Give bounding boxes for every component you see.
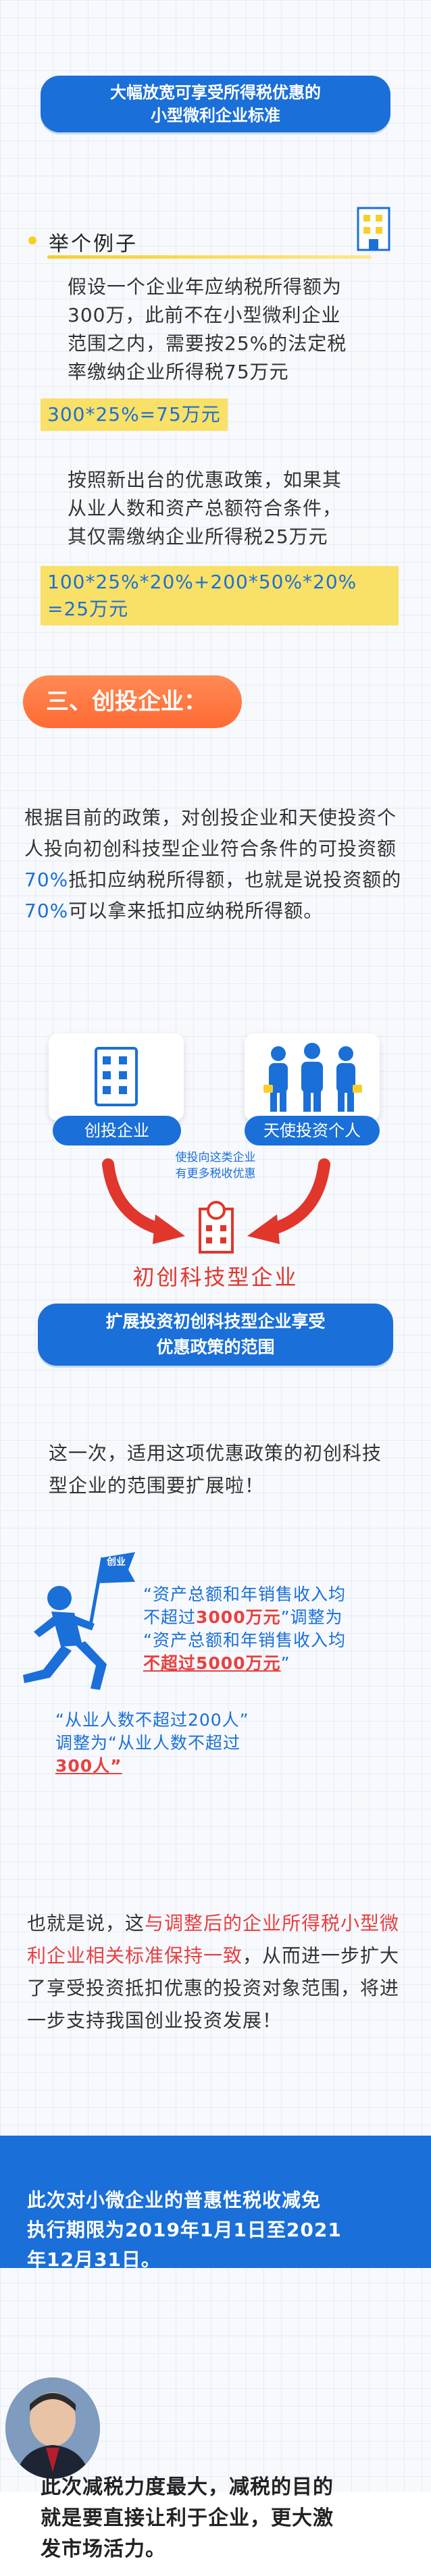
venture-paragraph: 根据目前的政策，对创投企业和天使投资个人投向初创科技型企业符合条件的可投资额70… — [24, 806, 402, 922]
formula-1: 300*25%=75万元 — [41, 398, 228, 431]
example-paragraph-2: 按照新出台的优惠政策，如果其 从业人数和资产总额符合条件， 其仅需缴纳企业所得税… — [68, 469, 343, 548]
implementation-period-box: 此次对小微企业的普惠性税收减免 执行期限为2019年1月1日至2021 年12月… — [0, 2136, 431, 2271]
new-threshold-value: 不超过5000万元 — [143, 1653, 281, 1673]
quote-asset-threshold: “资产总额和年销售收入均 不超过3000万元”调整为 “资产总额和年销售收入均 … — [143, 1585, 346, 1673]
label-venture-enterprise: 创投企业 — [53, 1116, 181, 1145]
section-title-small-micro: 大幅放宽可享受所得税优惠的 小型微利企业标准 — [41, 76, 390, 132]
office-building-icon — [93, 1046, 139, 1110]
building-icon — [357, 207, 390, 251]
section-title-line2: 小型微利企业标准 — [151, 106, 280, 125]
new-headcount-value: 300人” — [55, 1756, 122, 1776]
label-angel-investor: 天使投资个人 — [245, 1116, 380, 1145]
example-underline — [47, 255, 372, 259]
flag-label: 创业 — [107, 1557, 126, 1568]
pct-highlight-2: 70% — [24, 900, 69, 922]
old-threshold-value: 3000万元 — [196, 1607, 281, 1627]
conclusion-paragraph: 也就是说，这与调整后的企业所得税小型微利企业相关标准保持一致，从而进一步扩大了享… — [27, 1912, 400, 2032]
card-venture-enterprise — [49, 1033, 184, 1121]
speaker-avatar — [5, 2377, 100, 2479]
section-title-expand: 扩展投资初创科技型企业享受 优惠政策的范围 — [38, 1304, 393, 1366]
pct-highlight-1: 70% — [24, 869, 69, 891]
startup-target-label: 初创科技型企业 — [132, 1264, 299, 1290]
section-title-venture: 三、创投企业： — [23, 675, 242, 728]
closing-statement: 此次减税力度最大，减税的目的 就是要直接让利于企业，更大激 发市场活力。 — [41, 2475, 334, 2561]
example-title: 举个例子 — [49, 232, 138, 256]
section-title-line1: 大幅放宽可享受所得税优惠的 — [110, 83, 321, 102]
expand-title-line1: 扩展投资初创科技型企业享受 — [105, 1312, 326, 1331]
runner-with-flag-icon — [20, 1551, 135, 1695]
incentive-note: 使投向这类企业 有更多税收优惠 — [175, 1151, 256, 1181]
people-group-icon — [258, 1043, 366, 1116]
quote-headcount-threshold: “从业人数不超过200人” 调整为“从业人数不超过 300人” — [55, 1709, 353, 1778]
section-title-venture-text: 三、创投企业： — [46, 688, 207, 715]
closing-accent-bar — [0, 2492, 431, 2576]
bullet-dot-icon — [28, 236, 36, 244]
arrow-right-down-icon — [243, 1158, 331, 1248]
arrow-left-down-icon — [101, 1158, 189, 1248]
startup-building-icon — [196, 1195, 236, 1256]
example-paragraph-1: 假设一个企业年应纳税所得额为 300万，此前不在小型微利企业 范围之内，需要按2… — [68, 276, 347, 383]
implementation-period-text: 此次对小微企业的普惠性税收减免 执行期限为2019年1月1日至2021 年12月… — [27, 2189, 342, 2271]
conclusion-highlight: 与调整后的企业所得税小型微利企业相关标准保持一致 — [27, 1912, 400, 1967]
card-angel-investor — [245, 1033, 380, 1121]
formula-2: 100*25%*20%+200*50%*20% =25万元 — [41, 566, 399, 625]
expand-title-line2: 优惠政策的范围 — [156, 1337, 275, 1357]
expand-paragraph: 这一次，适用这项优惠政策的初创科技型企业的范围要扩展啦！ — [49, 1442, 382, 1497]
